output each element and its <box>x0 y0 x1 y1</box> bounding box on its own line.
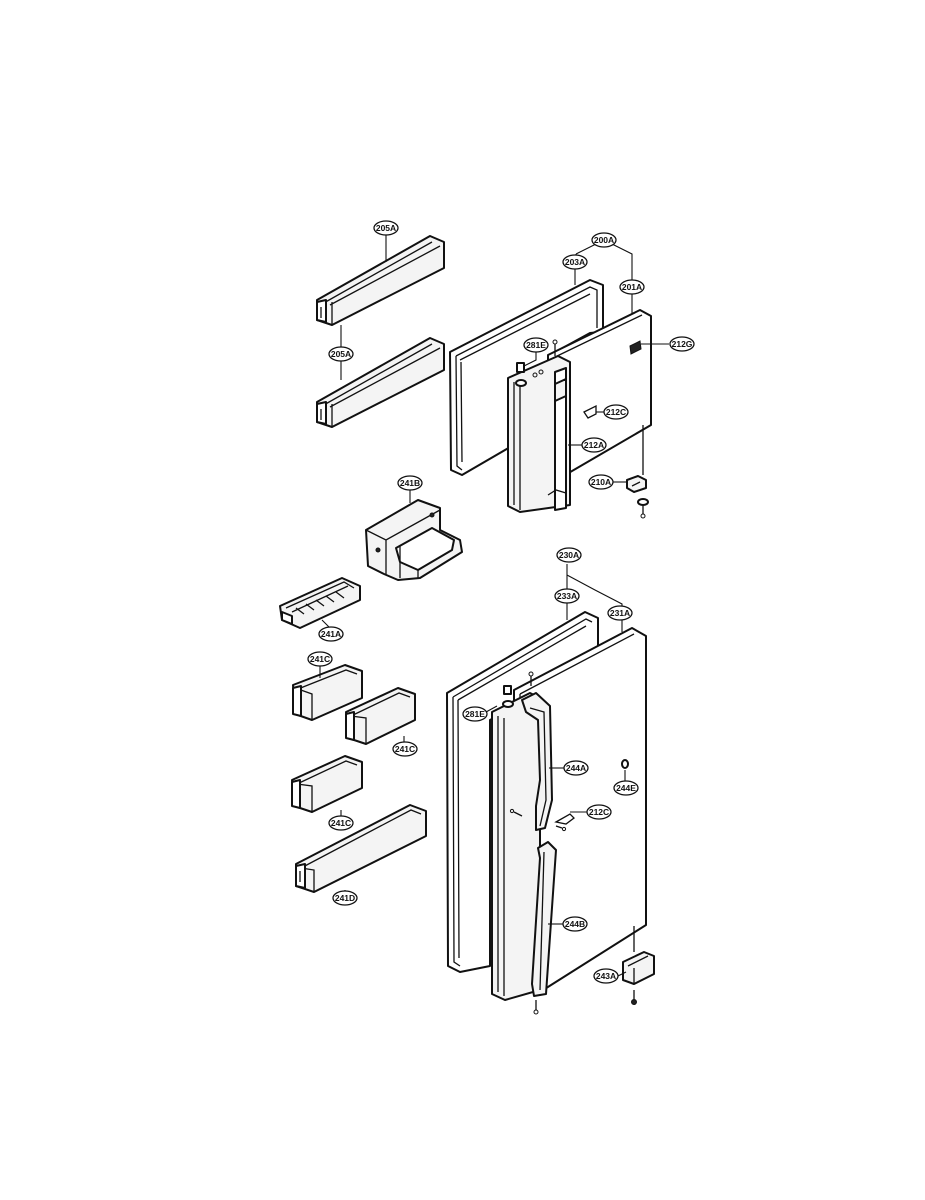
callout-212c-bottom[interactable]: 212C <box>586 804 612 820</box>
callout-244e[interactable]: 244E <box>613 780 639 796</box>
svg-text:212G: 212G <box>672 339 693 349</box>
callout-241a[interactable]: 241A <box>318 626 344 642</box>
freezer-handle-212a <box>507 355 571 513</box>
svg-text:244B: 244B <box>565 919 585 929</box>
door-bin-241c-3 <box>291 755 363 813</box>
fridge-handle-244b <box>531 841 557 1015</box>
leader-lines <box>319 235 669 977</box>
svg-text:243A: 243A <box>596 971 616 981</box>
callout-205a-top[interactable]: 205A <box>373 220 399 236</box>
door-bin-205a-top <box>316 235 445 326</box>
door-bin-241c-2 <box>345 687 416 745</box>
screw-281e-top <box>515 362 527 387</box>
svg-text:241C: 241C <box>310 654 330 664</box>
callout-244b[interactable]: 244B <box>562 916 588 932</box>
hinge-210a <box>626 425 649 519</box>
callout-210a[interactable]: 210A <box>588 474 614 490</box>
hinge-243a <box>622 926 655 1005</box>
svg-text:231A: 231A <box>610 608 630 618</box>
callout-212g[interactable]: 212G <box>669 336 695 352</box>
stopper-212c-bottom <box>509 808 575 832</box>
callout-241b[interactable]: 241B <box>397 475 423 491</box>
svg-text:281E: 281E <box>465 709 485 719</box>
screw-281e-bottom <box>502 671 534 708</box>
callout-201a[interactable]: 201A <box>619 279 645 295</box>
svg-text:212C: 212C <box>606 407 626 417</box>
svg-text:244E: 244E <box>616 783 636 793</box>
svg-text:230A: 230A <box>559 550 579 560</box>
callout-203a[interactable]: 203A <box>562 254 588 270</box>
screw-small-top <box>552 339 558 356</box>
callout-231a[interactable]: 231A <box>607 605 633 621</box>
callout-241c-3[interactable]: 241C <box>328 815 354 831</box>
svg-text:201A: 201A <box>622 282 642 292</box>
fridge-handle-244a <box>521 692 553 831</box>
egg-tray-241a <box>279 577 361 629</box>
callout-244a[interactable]: 244A <box>563 760 589 776</box>
fridge-handle-cover <box>491 692 541 1001</box>
callout-205a-bottom[interactable]: 205A <box>328 346 354 362</box>
fridge-door-gasket-233a <box>446 611 599 973</box>
callout-281e-bottom[interactable]: 281E <box>462 706 488 722</box>
callout-212a[interactable]: 212A <box>581 437 607 453</box>
door-bin-241d <box>295 804 427 893</box>
callout-200a[interactable]: 200A <box>591 232 617 248</box>
callout-243a[interactable]: 243A <box>593 968 619 984</box>
callout-241c-1[interactable]: 241C <box>307 651 333 667</box>
svg-text:212C: 212C <box>589 807 609 817</box>
callout-281e-top[interactable]: 281E <box>523 337 549 353</box>
svg-text:203A: 203A <box>565 257 585 267</box>
callout-230a[interactable]: 230A <box>556 547 582 563</box>
callout-241d[interactable]: 241D <box>332 890 358 906</box>
svg-text:244A: 244A <box>566 763 586 773</box>
callout-212c-top[interactable]: 212C <box>603 404 629 420</box>
door-bin-241c-1 <box>292 664 363 721</box>
svg-text:210A: 210A <box>591 477 611 487</box>
svg-text:233A: 233A <box>557 591 577 601</box>
svg-text:241A: 241A <box>321 629 341 639</box>
svg-text:205A: 205A <box>376 223 396 233</box>
dispenser-module-241b <box>365 499 463 581</box>
callout-233a[interactable]: 233A <box>554 588 580 604</box>
svg-text:205A: 205A <box>331 349 351 359</box>
stopper-212c-top <box>583 404 597 419</box>
svg-text:281E: 281E <box>526 340 546 350</box>
svg-text:212A: 212A <box>584 440 604 450</box>
door-bin-205a-bottom <box>316 337 445 428</box>
callout-241c-2[interactable]: 241C <box>392 741 418 757</box>
svg-text:241C: 241C <box>331 818 351 828</box>
svg-text:241C: 241C <box>395 744 415 754</box>
freezer-door-panel-201a <box>547 309 652 479</box>
svg-text:200A: 200A <box>594 235 614 245</box>
svg-text:241B: 241B <box>400 478 420 488</box>
svg-text:241D: 241D <box>335 893 355 903</box>
